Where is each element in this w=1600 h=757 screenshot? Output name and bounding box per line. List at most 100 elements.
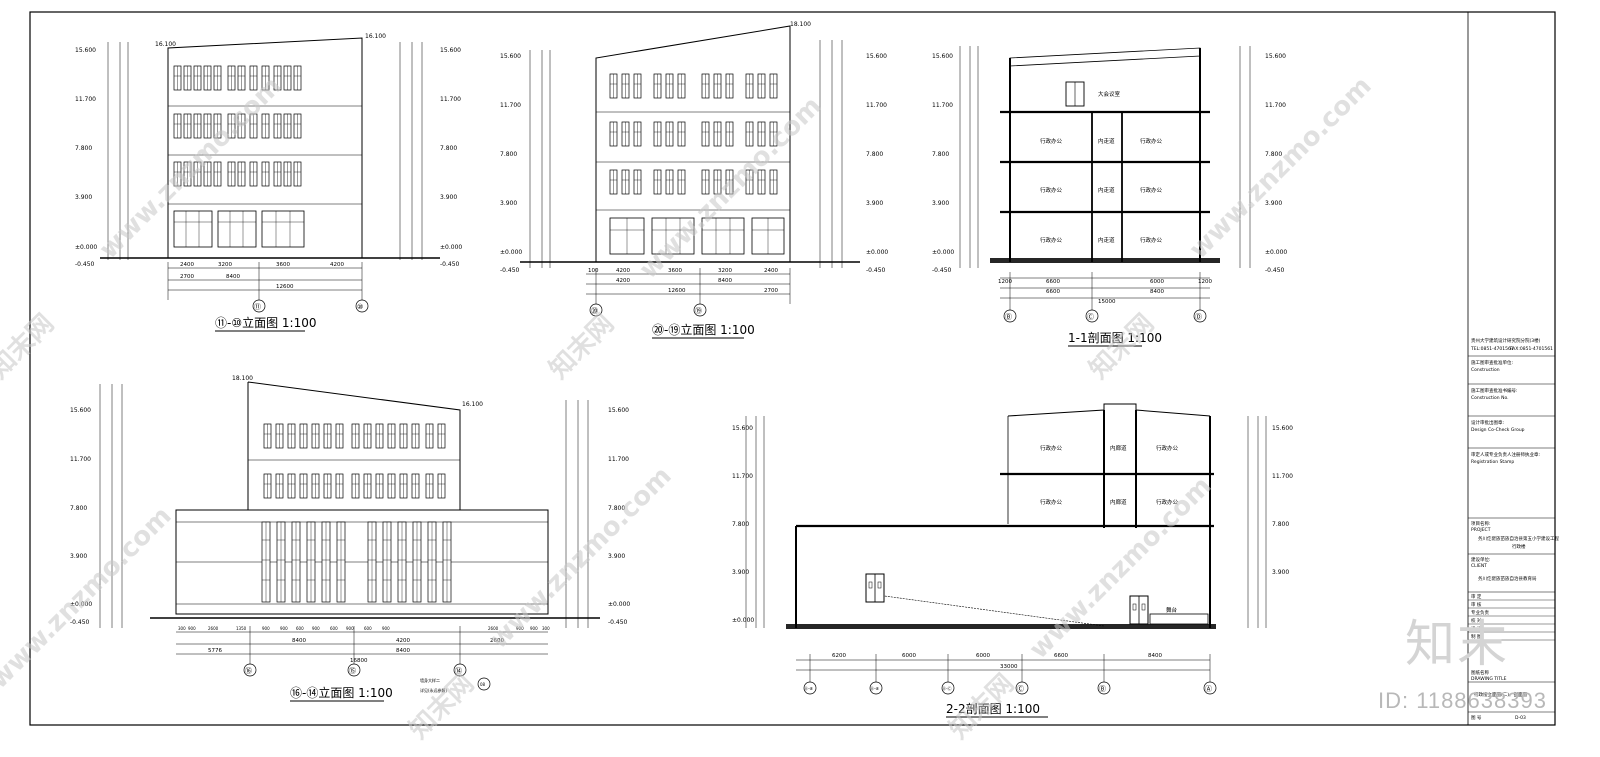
drawing-title: ⑯-⑭立面图 1:100	[290, 685, 393, 700]
level-11700: 11.700	[932, 102, 953, 109]
drawing-title: ⑳-⑲立面图 1:100	[652, 322, 755, 337]
axis: ⓪-⑧	[870, 685, 879, 691]
dim-12600: 12600	[276, 284, 294, 290]
axis-c: Ⓒ	[1017, 685, 1024, 693]
level-7800-r: 7.800	[1272, 521, 1289, 528]
watermark-text: 知末网	[1084, 309, 1160, 385]
level-minus-r: -0.450	[1265, 267, 1285, 274]
level-0-r: ±0.000	[440, 244, 462, 251]
watermark-text: www.znzmo.com	[0, 501, 178, 695]
top-level: 16.100	[155, 41, 176, 48]
dim-6600-b: 6600	[1046, 289, 1060, 295]
level-minus-r: -0.450	[608, 619, 628, 626]
dim-8400: 8400	[718, 278, 732, 284]
watermark-text: www.znzmo.com	[634, 91, 828, 285]
watermark-text: 知末网	[404, 669, 480, 745]
designer-fax: FAX:0851-4701561	[1510, 346, 1553, 352]
designer-tel: TEL:0851-4701561	[1470, 346, 1514, 352]
dim-3600: 3600	[276, 262, 290, 268]
room-label: 内廊道	[1110, 444, 1127, 452]
dim-4200: 4200	[396, 638, 410, 644]
dim: 600	[330, 626, 338, 631]
level-scale-left	[107, 42, 129, 260]
level-minus-r: -0.450	[866, 267, 886, 274]
room-label: 行政办公	[1140, 186, 1163, 194]
sign-row: 专业负责	[1471, 609, 1489, 616]
level-minus: -0.450	[932, 267, 952, 274]
level-0: ±0.000	[932, 249, 954, 256]
elevation-11-10: 2400 3200 3600 4200 2700 8400 12600 16.1…	[75, 33, 462, 332]
dim-6200: 6200	[832, 653, 846, 659]
dim-3200: 3200	[718, 268, 732, 274]
level-11700: 11.700	[75, 96, 96, 103]
level-3900: 3.900	[932, 200, 949, 207]
dim: 900	[262, 626, 270, 631]
detail-note: 墙身大样二	[420, 677, 440, 683]
level-15600-r: 15.600	[1265, 53, 1286, 60]
dim: 900	[188, 626, 196, 631]
level-0: ±0.000	[75, 244, 97, 251]
level-minus-r: -0.450	[440, 261, 460, 268]
dim-100: 100	[588, 268, 599, 274]
sign-row: 审 核	[1471, 601, 1482, 608]
room-label: 行政办公	[1040, 186, 1063, 194]
room-label-stage: 舞台	[1166, 606, 1178, 614]
level-15600-r: 15.600	[440, 47, 461, 54]
room-label: 行政办公	[1140, 137, 1163, 145]
watermark-logo: 知末	[1405, 615, 1509, 673]
level-3900-r: 3.900	[1265, 200, 1282, 207]
dim: 600	[296, 626, 304, 631]
dim-2700: 2700	[764, 288, 778, 294]
axis-b: Ⓑ	[1099, 685, 1106, 693]
level-3900: 3.900	[500, 200, 517, 207]
dim-8400: 8400	[1150, 289, 1164, 295]
level-0: ±0.000	[70, 601, 92, 608]
level-3900-r: 3.900	[608, 553, 625, 560]
designer-address: 贵州大学建筑设计研究院分院(3楼)	[1471, 337, 1541, 344]
level-3900: 3.900	[75, 194, 92, 201]
dim-15000: 15000	[1098, 299, 1116, 305]
registration-stamp: 审定人或专业负责人注册师执业章:	[1471, 451, 1540, 458]
sign-row: 校 对	[1471, 617, 1482, 624]
dim-5776: 5776	[208, 648, 222, 654]
dim: 900	[280, 626, 288, 631]
windows	[609, 73, 785, 255]
dim-1200-r: 1200	[1198, 279, 1212, 285]
level-15600: 15.600	[932, 53, 953, 60]
level-3900-r: 3.900	[440, 194, 457, 201]
sign-row: 审 定	[1471, 593, 1482, 600]
approval-number-en: Construction No.	[1471, 395, 1509, 401]
dim: 900	[516, 626, 524, 631]
axis-19: ⑲	[695, 307, 702, 315]
dim-2400: 2400	[764, 268, 778, 274]
dim-8400: 8400	[226, 274, 240, 280]
level-7800: 7.800	[932, 151, 949, 158]
level-3900-r: 3.900	[1272, 569, 1289, 576]
level-7800-r: 7.800	[1265, 151, 1282, 158]
level-7800-r: 7.800	[866, 151, 883, 158]
axis-16: ⑯	[245, 667, 252, 675]
level-11700: 11.700	[500, 102, 521, 109]
watermark-text: 知末网	[544, 309, 620, 385]
registration-stamp-en: Registration Stamp	[1471, 459, 1514, 465]
dim-6600: 6600	[1054, 653, 1068, 659]
level-0: ±0.000	[500, 249, 522, 256]
dim: 900	[312, 626, 320, 631]
dim: 900	[382, 626, 390, 631]
project-label: 项目名称:	[1471, 520, 1491, 527]
drawing-title: 1-1剖面图 1:100	[1068, 331, 1162, 345]
level-11700-r: 11.700	[1272, 473, 1293, 480]
axis-20: ⑳	[591, 307, 598, 315]
axis-d: Ⓓ	[1195, 313, 1202, 321]
room-label: 内廊道	[1110, 498, 1127, 506]
level-3900: 3.900	[732, 569, 749, 576]
level-11700-r: 11.700	[440, 96, 461, 103]
level-7800-r: 7.800	[440, 145, 457, 152]
drawing-title-value: 行政楼立面图(二)、剖面图	[1474, 691, 1528, 698]
level-0-r: ±0.000	[866, 249, 888, 256]
room-label: 行政办公	[1040, 444, 1063, 452]
level-0-r: ±0.000	[1265, 249, 1287, 256]
level-15600-r: 15.600	[608, 407, 629, 414]
room-label: 行政办公	[1156, 444, 1179, 452]
dim: 600	[364, 626, 372, 631]
